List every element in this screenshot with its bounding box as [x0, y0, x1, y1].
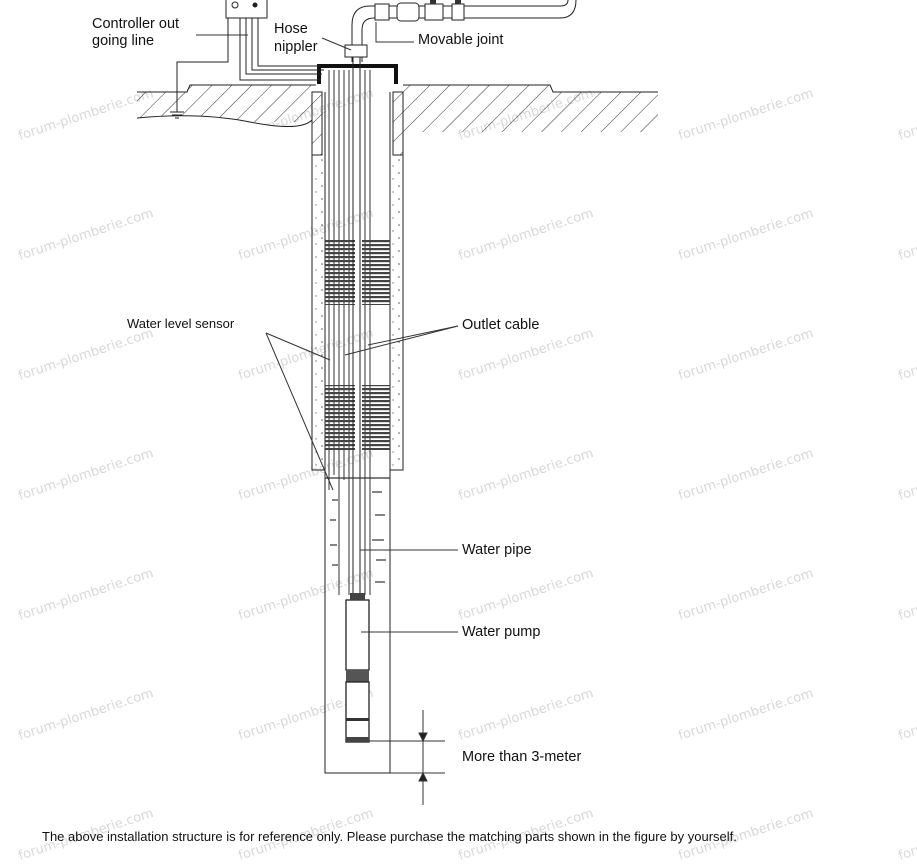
watermark-text: forum-plomberie.com — [17, 446, 156, 504]
label-hose-line2: nippler — [274, 39, 318, 55]
watermark-text: forum-plomberie.com — [677, 686, 816, 744]
watermark-text: forum-plomberie.com — [897, 326, 917, 384]
watermark-text: forum-plomberie.com — [897, 806, 917, 864]
water — [325, 477, 390, 583]
watermark-text: forum-plomberie.com — [237, 446, 376, 504]
watermark-text: forum-plomberie.com — [677, 566, 816, 624]
watermark-text: forum-plomberie.com — [17, 326, 156, 384]
controller-box — [170, 0, 268, 119]
cable-clamps — [325, 240, 390, 450]
watermark-text: forum-plomberie.com — [677, 86, 816, 144]
ground — [136, 84, 658, 140]
watermark-text: forum-plomberie.com — [17, 86, 156, 144]
watermark-text: forum-plomberie.com — [457, 686, 596, 744]
watermark-text: forum-plomberie.com — [17, 566, 156, 624]
watermark-text: forum-plomberie.com — [457, 446, 596, 504]
label-outlet-cable: Outlet cable — [462, 317, 539, 333]
watermark-layer: forum-plomberie.com forum-plomberie.com fo… — [17, 86, 917, 864]
watermark-text: forum-plomberie.com — [17, 686, 156, 744]
watermark-text: forum-plomberie.com — [237, 326, 376, 384]
watermark-text: forum-plomberie.com — [897, 86, 917, 144]
water-pipe — [344, 0, 577, 595]
watermark-text: forum-plomberie.com — [457, 206, 596, 264]
footer-note: The above installation structure is for … — [42, 829, 737, 844]
label-water-pump: Water pump — [462, 624, 540, 640]
watermark-text: forum-plomberie.com — [677, 326, 816, 384]
watermark-text: forum-plomberie.com — [677, 446, 816, 504]
watermark-text: forum-plomberie.com — [897, 686, 917, 744]
label-hose-line1: Hose — [274, 21, 308, 37]
label-depth: More than 3-meter — [462, 749, 581, 765]
well-cap — [317, 64, 398, 84]
watermark-text: forum-plomberie.com — [897, 206, 917, 264]
watermark-text: forum-plomberie.com — [457, 566, 596, 624]
water-pump — [345, 593, 370, 743]
watermark-text: forum-plomberie.com — [457, 326, 596, 384]
label-controller-line2: going line — [92, 33, 154, 49]
label-water-level-sensor: Water level sensor — [127, 316, 235, 331]
watermark-text: forum-plomberie.com — [17, 206, 156, 264]
watermark-text: forum-plomberie.com — [677, 206, 816, 264]
label-controller-line1: Controller out — [92, 16, 179, 32]
leader-lines — [196, 22, 459, 805]
label-movable-joint: Movable joint — [418, 32, 503, 48]
label-water-pipe: Water pipe — [462, 542, 532, 558]
watermark-text: forum-plomberie.com — [897, 566, 917, 624]
watermark-text: forum-plomberie.com — [897, 446, 917, 504]
